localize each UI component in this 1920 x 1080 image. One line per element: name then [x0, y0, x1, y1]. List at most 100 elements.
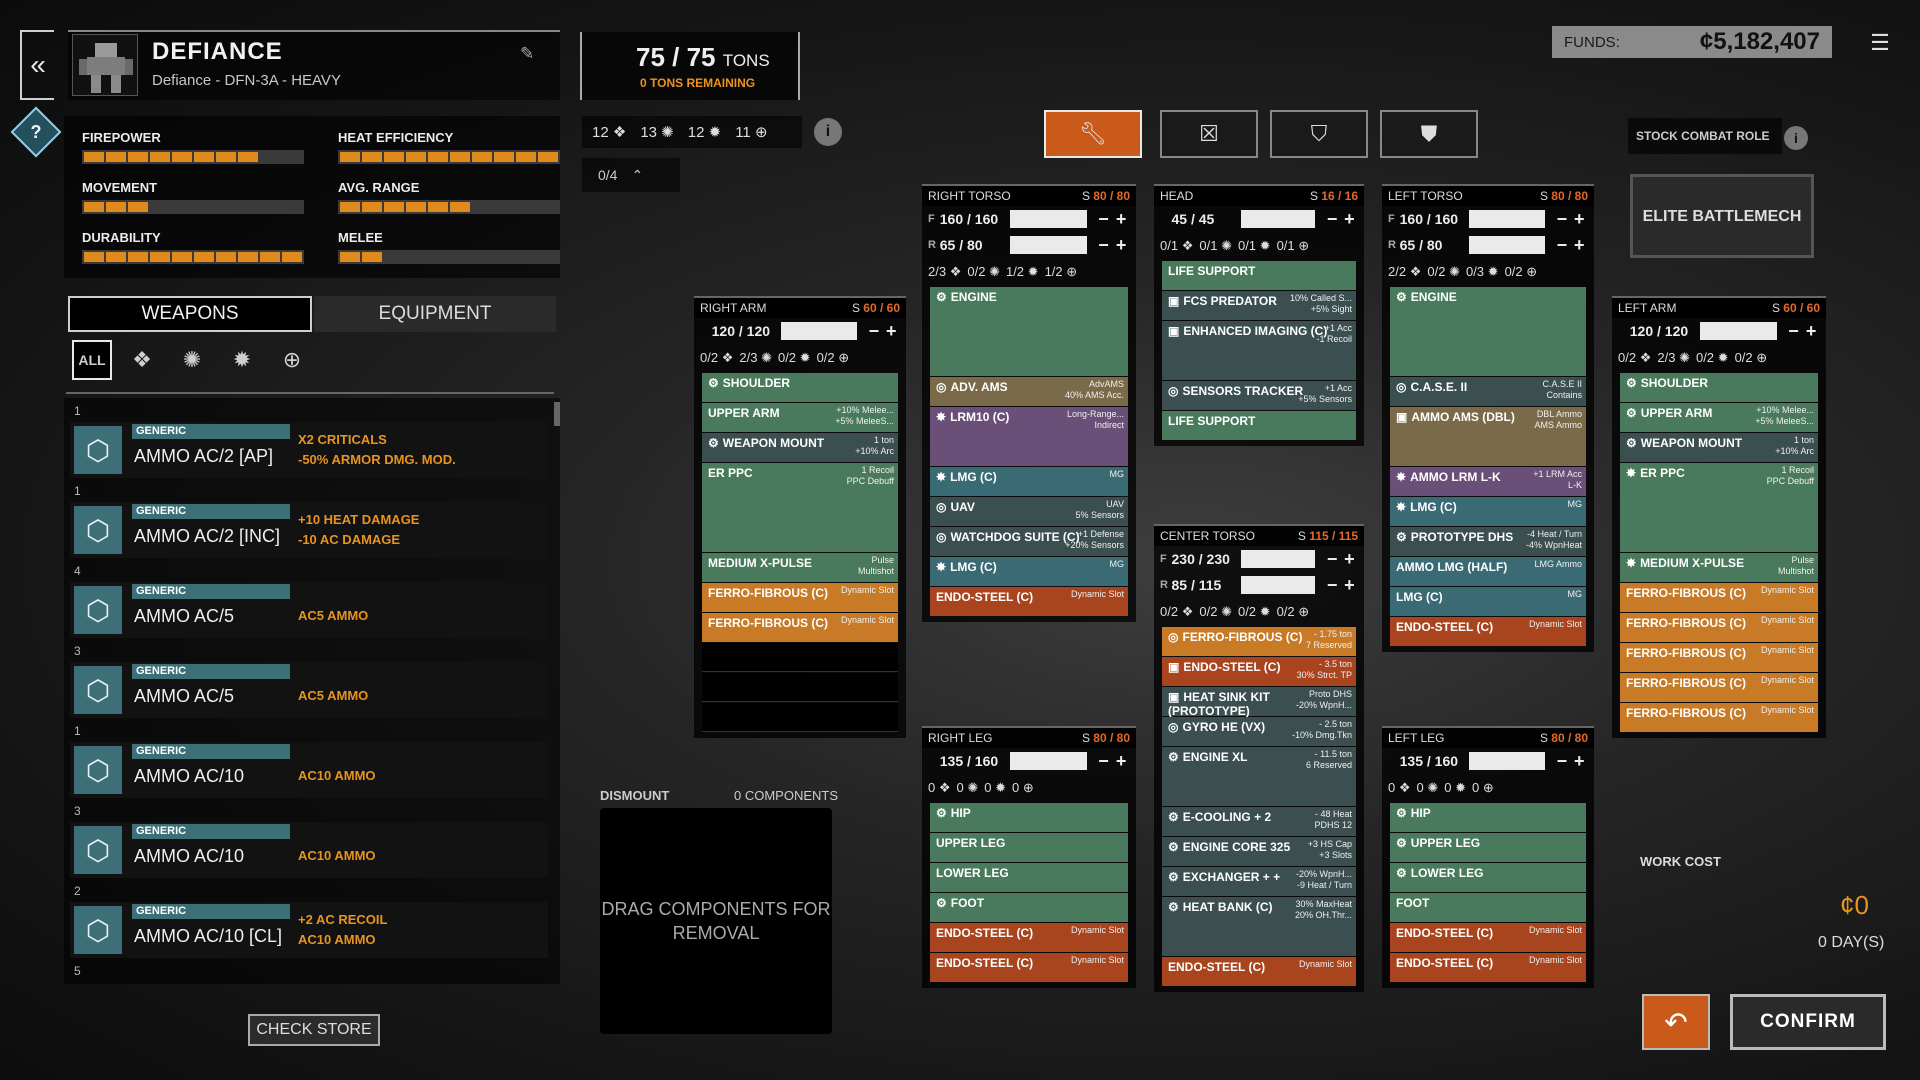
- back-button[interactable]: «: [20, 30, 54, 100]
- check-store-button[interactable]: CHECK STORE: [248, 1014, 380, 1046]
- component-slot[interactable]: ⚙HIP: [930, 803, 1128, 832]
- component-slot[interactable]: [702, 703, 898, 732]
- component-slot[interactable]: FERRO-FIBROUS (C)Dynamic Slot: [1620, 703, 1818, 732]
- armor-minus-button[interactable]: −: [1556, 208, 1568, 229]
- component-slot[interactable]: ENDO-STEEL (C)Dynamic Slot: [1390, 953, 1586, 982]
- armor-minus-button[interactable]: −: [1326, 574, 1338, 595]
- armor-bar[interactable]: [1010, 236, 1087, 254]
- component-slot[interactable]: ⚙E-COOLING + 2- 48 Heat PDHS 12: [1162, 807, 1356, 836]
- armor-plus-button[interactable]: +: [1805, 320, 1817, 341]
- hardpoint-info-icon[interactable]: i: [814, 118, 842, 146]
- component-slot[interactable]: LIFE SUPPORT: [1162, 261, 1356, 290]
- component-slot[interactable]: ✸AMMO LRM L-K+1 LRM Acc L-K: [1390, 467, 1586, 496]
- armor-plus-button[interactable]: +: [1115, 234, 1127, 255]
- tool-strip-button[interactable]: ☒: [1160, 110, 1258, 158]
- component-slot[interactable]: ⚙SHOULDER: [702, 373, 898, 402]
- component-slot[interactable]: ⚙PROTOTYPE DHS-4 Heat / Turn -4% WpnHeat: [1390, 527, 1586, 556]
- component-slot[interactable]: ⚙HIP: [1390, 803, 1586, 832]
- component-slot[interactable]: ⚙ENGINE: [1390, 287, 1586, 376]
- component-slot[interactable]: UPPER LEG: [930, 833, 1128, 862]
- component-slot[interactable]: ◎FERRO-FIBROUS (C)- 1.75 ton 7 Reserved: [1162, 627, 1356, 656]
- armor-bar[interactable]: [1469, 752, 1546, 770]
- armor-bar[interactable]: [781, 322, 858, 340]
- component-slot[interactable]: ENDO-STEEL (C)Dynamic Slot: [1390, 923, 1586, 952]
- dismount-dropzone[interactable]: DRAG COMPONENTS FOR REMOVAL: [600, 808, 832, 1034]
- edit-name-icon[interactable]: ✎: [520, 44, 535, 63]
- component-slot[interactable]: ⚙FOOT: [930, 893, 1128, 922]
- component-slot[interactable]: [702, 673, 898, 702]
- component-slot[interactable]: LIFE SUPPORT: [1162, 411, 1356, 440]
- component-slot[interactable]: ▣ENHANCED IMAGING (C)+1 Acc -1 Recoil: [1162, 321, 1356, 380]
- component-slot[interactable]: ⚙UPPER LEG: [1390, 833, 1586, 862]
- component-slot[interactable]: FERRO-FIBROUS (C)Dynamic Slot: [1620, 583, 1818, 612]
- tool-strip-armor-button[interactable]: ⛉: [1270, 110, 1368, 158]
- component-slot[interactable]: FOOT: [1390, 893, 1586, 922]
- component-slot[interactable]: AMMO LMG (HALF)LMG Ammo: [1390, 557, 1586, 586]
- confirm-button[interactable]: CONFIRM: [1730, 994, 1886, 1050]
- component-slot[interactable]: UPPER ARM+10% Melee... +5% MeleeS...: [702, 403, 898, 432]
- armor-plus-button[interactable]: +: [1115, 750, 1127, 771]
- filter-all-button[interactable]: ALL: [72, 340, 112, 380]
- component-slot[interactable]: ✸LMG (C)MG: [930, 467, 1128, 496]
- armor-plus-button[interactable]: +: [886, 320, 897, 341]
- component-slot[interactable]: FERRO-FIBROUS (C)Dynamic Slot: [1620, 673, 1818, 702]
- armor-minus-button[interactable]: −: [1326, 208, 1338, 229]
- armor-minus-button[interactable]: −: [1098, 234, 1109, 255]
- component-slot[interactable]: ENDO-STEEL (C)Dynamic Slot: [930, 953, 1128, 982]
- help-button[interactable]: ?: [10, 106, 62, 158]
- armor-minus-button[interactable]: −: [1556, 234, 1568, 255]
- component-slot[interactable]: ⚙ENGINE CORE 325+3 HS Cap +3 Slots: [1162, 837, 1356, 866]
- armor-plus-button[interactable]: +: [1344, 574, 1355, 595]
- component-slot[interactable]: FERRO-FIBROUS (C)Dynamic Slot: [702, 583, 898, 612]
- filter-missile-icon[interactable]: ✹: [232, 347, 252, 372]
- armor-bar[interactable]: [1469, 210, 1546, 228]
- component-slot[interactable]: ⚙HEAT BANK (C)30% MaxHeat 20% OH.Thr...: [1162, 897, 1356, 956]
- armor-plus-button[interactable]: +: [1574, 234, 1585, 255]
- component-slot[interactable]: ▣ENDO-STEEL (C)- 3.5 ton 30% Strct. TP: [1162, 657, 1356, 686]
- component-slot[interactable]: ⚙ENGINE XL- 11.5 ton 6 Reserved: [1162, 747, 1356, 806]
- component-slot[interactable]: ENDO-STEEL (C)Dynamic Slot: [930, 923, 1128, 952]
- menu-icon[interactable]: ☰: [1870, 30, 1890, 55]
- component-slot[interactable]: LOWER LEG: [930, 863, 1128, 892]
- component-slot[interactable]: ⚙EXCHANGER + +-20% WpnH... -9 Heat / Tur…: [1162, 867, 1356, 896]
- tab-equipment[interactable]: EQUIPMENT: [314, 296, 556, 332]
- armor-plus-button[interactable]: +: [1574, 208, 1585, 229]
- armor-minus-button[interactable]: −: [1788, 320, 1799, 341]
- component-slot[interactable]: ✸LRM10 (C)Long-Range... Indirect: [930, 407, 1128, 466]
- armor-bar[interactable]: [1010, 752, 1087, 770]
- undo-button[interactable]: ↶: [1642, 994, 1710, 1050]
- component-slot[interactable]: ENDO-STEEL (C)Dynamic Slot: [930, 587, 1128, 616]
- component-slot[interactable]: ✸LMG (C)MG: [930, 557, 1128, 586]
- component-slot[interactable]: ◎WATCHDOG SUITE (C)+1 Defense +20% Senso…: [930, 527, 1128, 556]
- armor-minus-button[interactable]: −: [1098, 750, 1109, 771]
- component-slot[interactable]: ⚙ENGINE: [930, 287, 1128, 376]
- armor-bar[interactable]: [1240, 550, 1316, 568]
- component-slot[interactable]: ◎GYRO HE (VX)- 2.5 ton -10% Dmg.Tkn: [1162, 717, 1356, 746]
- filter-ballistic-icon[interactable]: ❖: [132, 347, 152, 372]
- armor-minus-button[interactable]: −: [868, 320, 880, 341]
- component-slot[interactable]: FERRO-FIBROUS (C)Dynamic Slot: [1620, 613, 1818, 642]
- component-slot[interactable]: LMG (C)MG: [1390, 587, 1586, 616]
- armor-minus-button[interactable]: −: [1326, 548, 1338, 569]
- tab-weapons[interactable]: WEAPONS: [68, 296, 312, 332]
- armor-plus-button[interactable]: +: [1115, 208, 1127, 229]
- component-slot[interactable]: ⚙SHOULDER: [1620, 373, 1818, 402]
- filter-energy-icon[interactable]: ✺: [182, 347, 202, 372]
- component-slot[interactable]: ✸LMG (C)MG: [1390, 497, 1586, 526]
- armor-plus-button[interactable]: +: [1344, 548, 1355, 569]
- component-slot[interactable]: ⚙UPPER ARM+10% Melee... +5% MeleeS...: [1620, 403, 1818, 432]
- component-slot[interactable]: ⚙LOWER LEG: [1390, 863, 1586, 892]
- armor-bar[interactable]: [1700, 322, 1777, 340]
- component-slot[interactable]: ENDO-STEEL (C)Dynamic Slot: [1162, 957, 1356, 986]
- armor-plus-button[interactable]: +: [1344, 208, 1355, 229]
